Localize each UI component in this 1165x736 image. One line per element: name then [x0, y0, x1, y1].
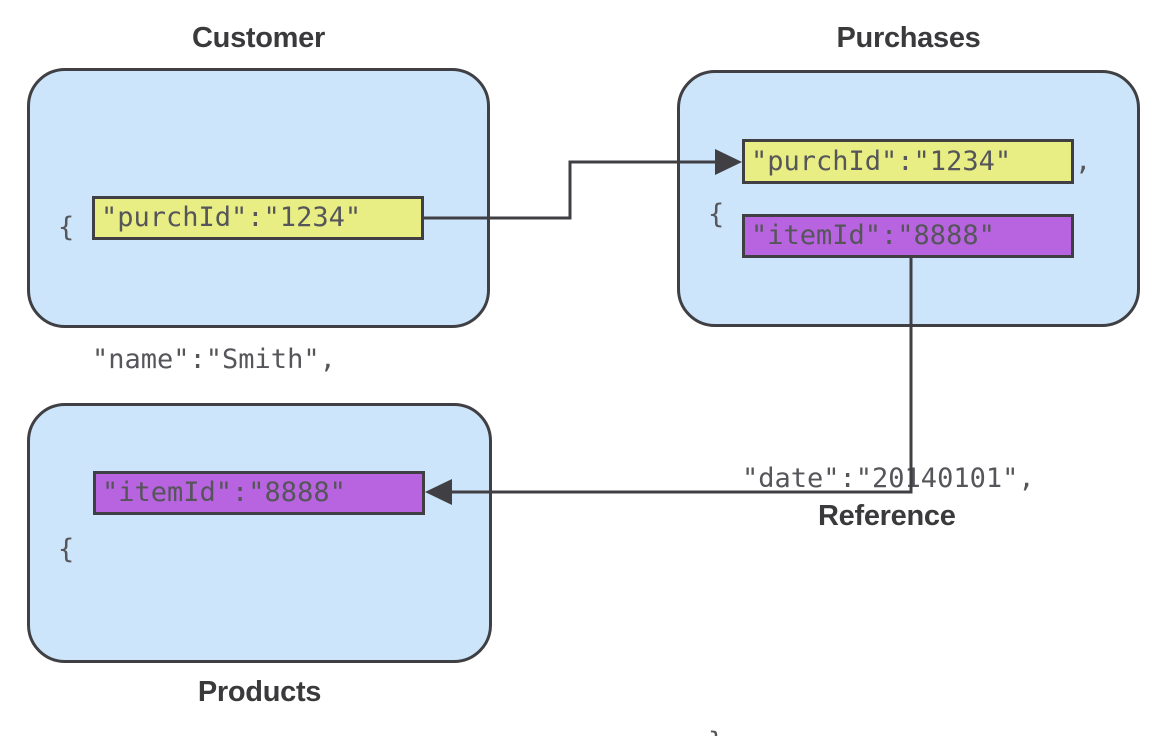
reference-label: Reference: [818, 500, 956, 532]
purchases-purchid-trailing-comma: ,: [1075, 146, 1092, 177]
products-open-brace: {: [58, 534, 75, 565]
purchases-title: Purchases: [836, 22, 981, 54]
customer-open-brace: {: [58, 212, 75, 243]
products-box: [27, 403, 492, 663]
products-json: { "type":"T Shirt", "size":"XL" }: [58, 440, 478, 736]
customer-purchid-highlight[interactable]: "purchId":"1234": [92, 196, 424, 240]
customer-line-name: "name":"Smith",: [92, 344, 336, 375]
purchases-json: { "date":"20140101", }: [708, 105, 1128, 736]
purchases-itemid-highlight[interactable]: "itemId":"8888": [742, 214, 1074, 258]
purchases-line-itemid-spacer: [708, 589, 1128, 633]
customer-title: Customer: [192, 22, 325, 54]
purchases-line-purchid-spacer: [708, 325, 1128, 369]
purchases-purchid-highlight[interactable]: "purchId":"1234": [742, 139, 1074, 184]
purchases-close-brace: }: [708, 721, 1128, 736]
products-itemid-highlight[interactable]: "itemId":"8888": [93, 471, 425, 515]
products-title: Products: [197, 676, 322, 708]
purchases-line-date: "date":"20140101",: [742, 463, 1035, 494]
